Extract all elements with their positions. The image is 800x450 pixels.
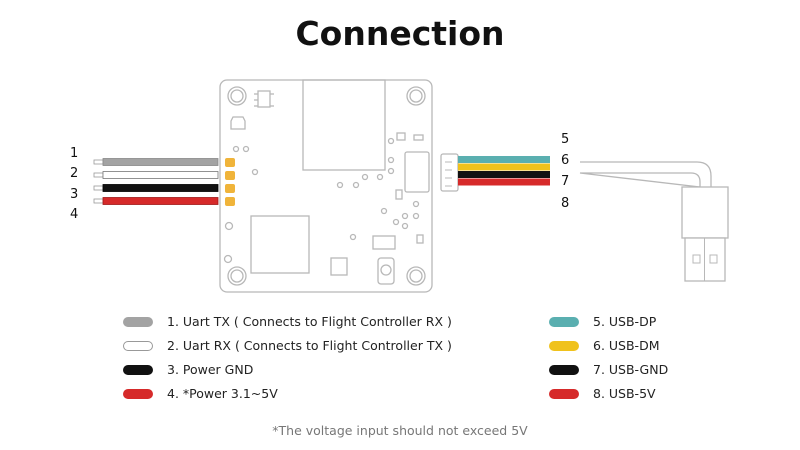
wire-number-6: 6 xyxy=(561,153,570,168)
wire-number-4: 4 xyxy=(70,207,79,222)
swatch-teal xyxy=(549,316,579,327)
mount-hole-tl-inner xyxy=(230,89,244,103)
swatch-gray xyxy=(123,316,153,327)
antenna-connector xyxy=(377,257,395,285)
mount-hole-tr-inner xyxy=(409,89,423,103)
regulator-chip xyxy=(257,90,271,108)
swatch-black xyxy=(123,364,153,375)
swatch-black xyxy=(549,364,579,375)
wire-number-5: 5 xyxy=(561,132,570,147)
wire-number-7: 7 xyxy=(561,174,570,189)
circuit-board xyxy=(219,79,433,293)
legend-item-6: 6. USB-DM xyxy=(549,338,659,353)
mount-hole-tr xyxy=(406,86,426,106)
usb-cable xyxy=(440,153,729,282)
swatch-red xyxy=(123,388,153,399)
solder-pads xyxy=(225,158,235,206)
swatch-white xyxy=(123,340,153,351)
pad-3 xyxy=(225,184,235,193)
legend-item-8: 8. USB-5V xyxy=(549,386,656,401)
wire-number-2: 2 xyxy=(70,166,79,181)
voltage-footnote: *The voltage input should not exceed 5V xyxy=(272,423,528,438)
legend-item-1: 1. Uart TX ( Connects to Flight Controll… xyxy=(123,314,452,329)
cable-connector xyxy=(440,153,459,192)
wire-number-1: 1 xyxy=(70,146,79,161)
legend-item-3: 3. Power GND xyxy=(123,362,253,377)
legend-item-4: 4. *Power 3.1~5V xyxy=(123,386,278,401)
board-outline xyxy=(219,79,433,293)
legend-label: 7. USB-GND xyxy=(593,362,669,377)
left-wires xyxy=(93,158,219,205)
main-chip xyxy=(302,79,386,171)
legend-label: 8. USB-5V xyxy=(593,386,656,401)
legend-item-5: 5. USB-DP xyxy=(549,314,656,329)
legend-label: 2. Uart RX ( Connects to Flight Controll… xyxy=(167,338,452,353)
page-title: Connection xyxy=(295,14,505,53)
swatch-red xyxy=(549,388,579,399)
usb-cable-body xyxy=(579,161,712,188)
mount-hole-bl-inner xyxy=(230,269,244,283)
mount-hole-bl xyxy=(227,266,247,286)
wire-4-red xyxy=(102,197,219,205)
capacitor xyxy=(230,116,246,130)
legend-item-2: 2. Uart RX ( Connects to Flight Controll… xyxy=(123,338,452,353)
legend-label: 1. Uart TX ( Connects to Flight Controll… xyxy=(167,314,452,329)
legend-label: 4. *Power 3.1~5V xyxy=(167,386,278,401)
legend-label: 5. USB-DP xyxy=(593,314,657,329)
swatch-yellow xyxy=(549,340,579,351)
wire-number-8: 8 xyxy=(561,196,570,211)
wire-6-yellow xyxy=(458,163,550,171)
wire-8-red xyxy=(458,178,550,186)
wire-5-teal xyxy=(458,156,550,163)
pad-2 xyxy=(225,171,235,180)
lower-chip xyxy=(250,215,310,274)
usb-plug-housing xyxy=(681,186,729,239)
wire-7-black xyxy=(458,171,550,178)
pad-1 xyxy=(225,158,235,167)
mount-hole-br-inner xyxy=(409,269,423,283)
mount-hole-br xyxy=(406,266,426,286)
legend-item-7: 7. USB-GND xyxy=(549,362,668,377)
board-connector xyxy=(404,151,430,193)
pad-4 xyxy=(225,197,235,206)
wire-2-white xyxy=(102,171,219,179)
legend-label: 3. Power GND xyxy=(167,362,254,377)
wire-number-3: 3 xyxy=(70,187,79,202)
wire-3-black xyxy=(102,184,219,192)
mount-hole-tl xyxy=(227,86,247,106)
legend-label: 6. USB-DM xyxy=(593,338,660,353)
wire-1-gray xyxy=(102,158,219,166)
